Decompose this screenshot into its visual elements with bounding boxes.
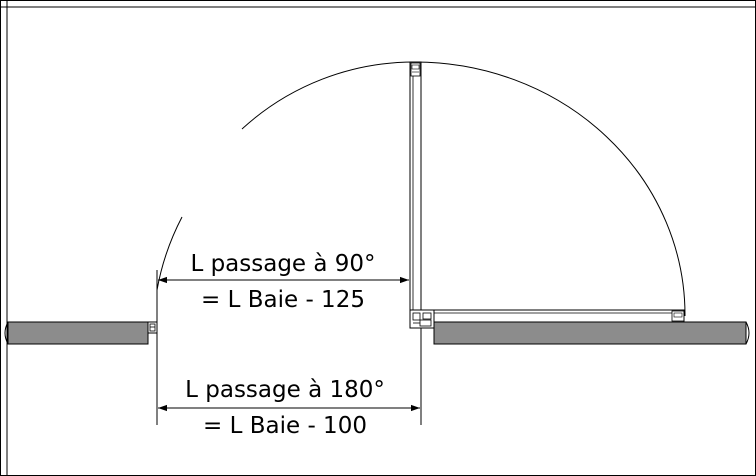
door-swing-arc-left-upper	[241, 61, 416, 130]
label-180-line2: = L Baie - 100	[203, 413, 367, 439]
door-swing-arc-right	[414, 61, 686, 317]
label-90-line1: L passage à 90°	[190, 251, 375, 277]
left-jamb-profile	[147, 321, 158, 334]
label-180-line1: L passage à 180°	[185, 377, 385, 403]
door-swing-arc-left-lower	[156, 216, 183, 291]
hinge-frame-profile	[409, 309, 435, 329]
right-wall	[433, 321, 750, 345]
door-leaf-90	[409, 61, 422, 311]
door-leaf-180	[433, 309, 685, 323]
left-wall	[4, 321, 149, 345]
label-90-line2: = L Baie - 125	[201, 287, 365, 313]
